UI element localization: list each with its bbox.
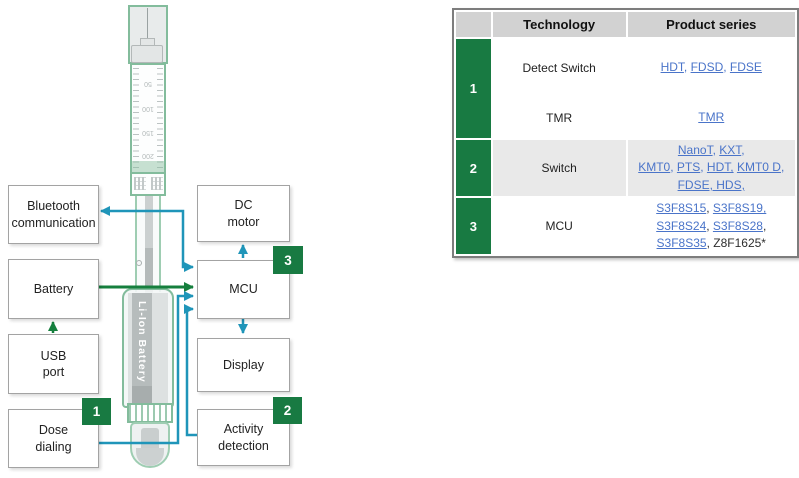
pen-bottom-inner xyxy=(136,448,164,466)
product-link-kxt[interactable]: KXT xyxy=(719,143,742,157)
pen-dose-marks xyxy=(151,177,163,190)
battery-label: Li-Ion Battery xyxy=(136,301,148,383)
block-dose-dialing: Dose dialing xyxy=(8,409,99,468)
product-link-nanot[interactable]: NanoT xyxy=(677,143,713,157)
product-link-kmt0-d[interactable]: KMT0 D xyxy=(736,160,781,175)
product-link-s3f8s35[interactable]: S3F8S35 xyxy=(656,235,707,250)
column-header-product-series: Product series xyxy=(627,12,795,37)
technology-cell: Detect Switch xyxy=(492,39,626,96)
table-row: 3 MCU S3F8S15, S3F8S19, S3F8S24, S3F8S28,… xyxy=(456,198,795,255)
product-link-fdse-hds[interactable]: FDSE, HDS, xyxy=(677,177,745,192)
badge-1: 1 xyxy=(82,398,111,425)
pen-dose-marks xyxy=(134,177,146,190)
battery-cell-bottom xyxy=(132,386,152,403)
pen-needle xyxy=(147,8,148,39)
separator: , xyxy=(706,218,713,233)
separator: , xyxy=(723,59,730,74)
technology-cell: Switch xyxy=(492,140,626,197)
arrow-activity-to-mcu xyxy=(184,304,197,437)
product-link-hdt[interactable]: HDT xyxy=(660,59,684,74)
product-link-pts[interactable]: PTS xyxy=(676,160,701,175)
pen-bottom-inner xyxy=(141,428,159,454)
battery-label-strip: Li-Ion Battery xyxy=(132,293,152,403)
table-corner-cell xyxy=(456,12,491,37)
product-table: Technology Product series 1 Detect Switc… xyxy=(452,8,799,259)
table-row: TMR TMR xyxy=(456,98,795,138)
column-header-technology: Technology xyxy=(492,12,626,37)
table-row: 2 Switch NanoT, KXT,KMT0, PTS, HDT, KMT0… xyxy=(456,140,795,197)
table-header-row: Technology Product series xyxy=(456,12,795,37)
table-row: 1 Detect Switch HDT, FDSD, FDSE xyxy=(456,39,795,138)
separator: , xyxy=(762,218,767,233)
product-link-s3f8s15[interactable]: S3F8S15 xyxy=(656,201,707,216)
block-dc-motor: DC motor xyxy=(197,185,290,242)
separator: , xyxy=(741,143,745,157)
product-series-cell: TMR xyxy=(627,98,795,138)
block-battery: Battery xyxy=(8,259,99,319)
technology-cell: TMR xyxy=(492,98,626,138)
product-link-fdsd[interactable]: FDSD xyxy=(690,59,724,74)
product-link-s3f8s19[interactable]: S3F8S19, xyxy=(712,201,767,216)
badge-3: 3 xyxy=(273,246,303,274)
arrow-mcu-bluetooth xyxy=(100,206,194,272)
product-series-cell: S3F8S15, S3F8S19, S3F8S24, S3F8S28, S3F8S3… xyxy=(627,198,795,255)
group-number-cell: 3 xyxy=(456,198,491,255)
separator: , xyxy=(670,160,677,175)
connection-arrows xyxy=(48,206,248,445)
group-number-cell: 2 xyxy=(456,140,491,197)
pen-seal-band xyxy=(130,161,166,172)
separator: , xyxy=(683,59,691,74)
block-bluetooth-communication: Bluetooth communication xyxy=(8,185,99,244)
badge-2: 2 xyxy=(273,397,302,424)
pen-plunger xyxy=(131,45,163,63)
product-link-kmt0[interactable]: KMT0 xyxy=(638,160,671,175)
separator: , Z8F1625* xyxy=(706,235,766,250)
pen-scale-ticks-right xyxy=(157,68,163,168)
separator: , xyxy=(700,160,707,175)
arrow-dose-to-mcu xyxy=(98,291,194,445)
product-link-s3f8s24[interactable]: S3F8S24 xyxy=(656,218,707,233)
product-link-tmr[interactable]: TMR xyxy=(698,110,725,125)
pen-scale-ticks-left xyxy=(133,68,139,168)
product-series-cell: NanoT, KXT,KMT0, PTS, HDT, KMT0 D,FDSE, … xyxy=(627,140,795,197)
product-link-s3f8s28[interactable]: S3F8S28 xyxy=(712,218,763,233)
product-link-fdse[interactable]: FDSE xyxy=(729,59,762,74)
technology-cell: MCU xyxy=(492,198,626,255)
group-number-cell: 1 xyxy=(456,39,491,138)
separator: , xyxy=(780,160,785,175)
block-display: Display xyxy=(197,338,290,392)
product-series-cell: HDT, FDSD, FDSE xyxy=(627,39,795,96)
block-usb-port: USB port xyxy=(8,334,99,394)
separator: , xyxy=(712,143,720,157)
separator: , xyxy=(706,201,713,216)
product-link-hdt[interactable]: HDT, xyxy=(706,160,734,175)
